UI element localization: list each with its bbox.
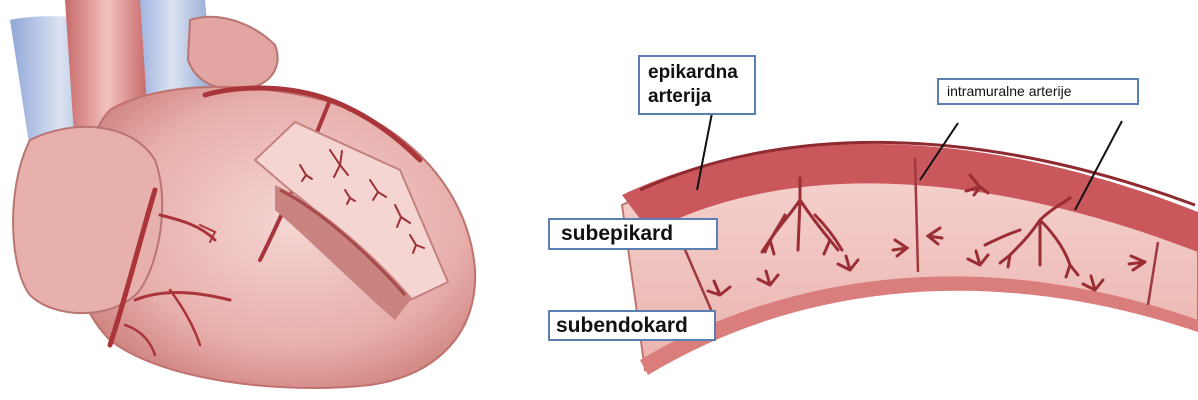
label-subendokard: subendokard [548,310,716,341]
left-atrium [188,17,278,89]
whole-heart [10,0,475,388]
label-subepikard: subepikard [548,218,718,250]
label-epikardna-arterija: epikardna arterija [638,55,756,115]
label-intramuralne-arterije: intramuralne arterije [937,78,1139,105]
right-atrium [13,127,162,313]
